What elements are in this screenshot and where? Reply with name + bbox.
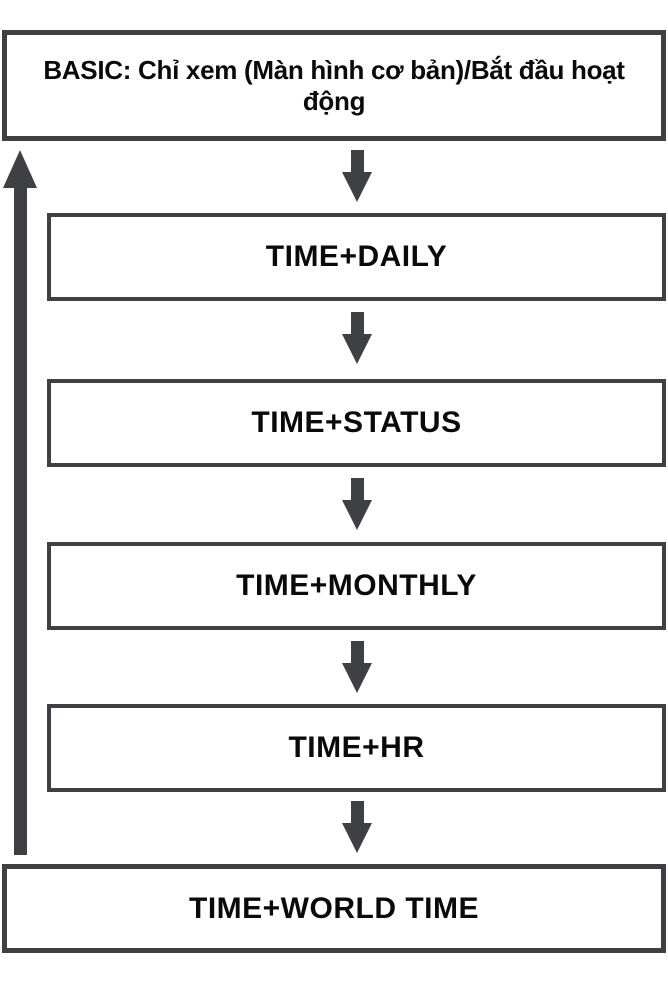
flow-box-basic-label: BASIC: Chỉ xem (Màn hình cơ bản)/Bắt đầu… (43, 54, 625, 116)
down-arrow-icon (342, 801, 372, 853)
up-arrow-shaft (13, 188, 27, 855)
up-arrow-icon (2, 150, 38, 855)
up-arrow-head (3, 150, 37, 188)
flow-box-time-daily: TIME+DAILY (47, 213, 666, 301)
flow-box-label: TIME+WORLD TIME (189, 891, 479, 925)
flow-box-label: TIME+STATUS (251, 406, 462, 439)
flow-box-label: TIME+MONTHLY (236, 569, 477, 602)
down-arrow-icon (342, 641, 372, 693)
flow-box-time-hr: TIME+HR (47, 704, 666, 792)
down-arrow-icon (342, 150, 372, 202)
flow-box-basic: BASIC: Chỉ xem (Màn hình cơ bản)/Bắt đầu… (2, 30, 666, 141)
flow-box-time-status: TIME+STATUS (47, 379, 666, 467)
flow-box-time-world-time: TIME+WORLD TIME (2, 864, 666, 953)
flow-box-label: TIME+HR (288, 731, 425, 764)
flow-box-time-monthly: TIME+MONTHLY (47, 542, 666, 630)
down-arrow-icon (342, 478, 372, 530)
down-arrow-icon (342, 312, 372, 364)
flow-box-label: TIME+DAILY (265, 240, 448, 273)
